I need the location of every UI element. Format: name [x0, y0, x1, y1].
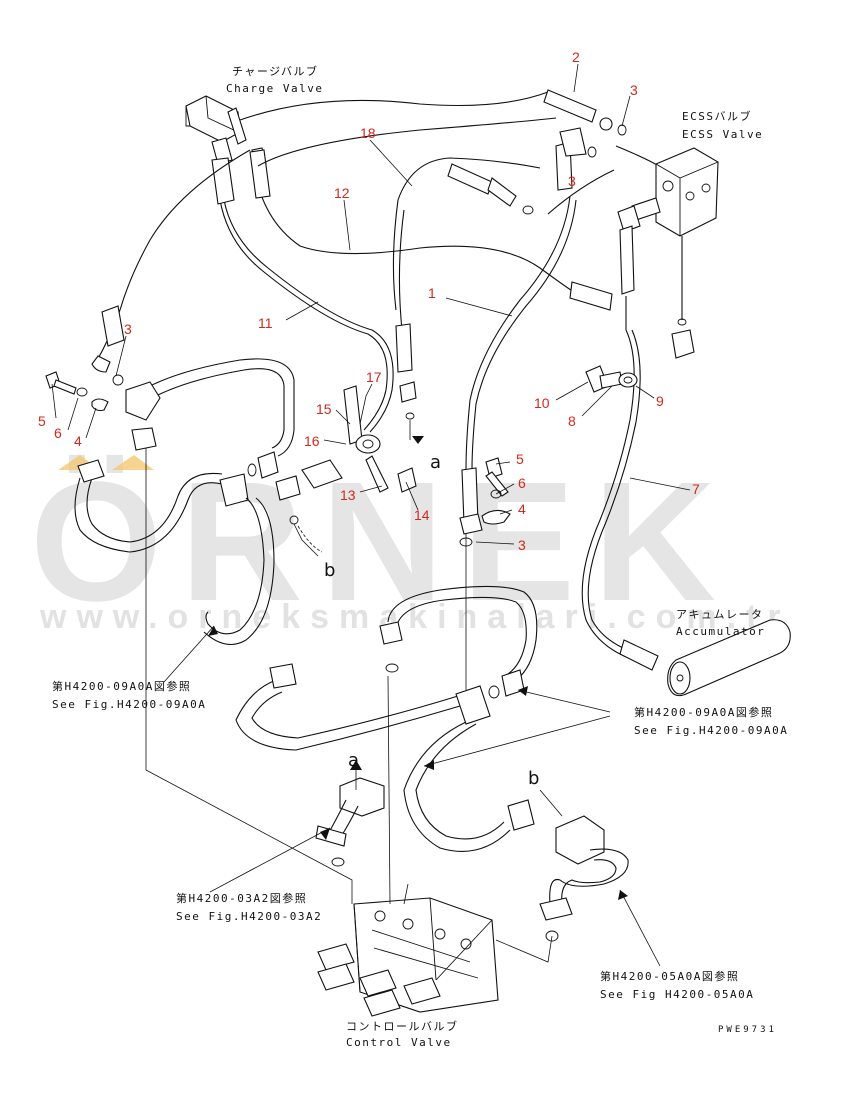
watermark-site: www.orneksmakinalari.com.tr — [39, 598, 791, 636]
callout-number: 4 — [74, 433, 82, 449]
callout-number: 3 — [124, 321, 132, 337]
ref-09a0a-right-en: See Fig.H4200-09A0A — [634, 724, 788, 737]
callout-number: 9 — [656, 393, 664, 409]
ref-05a0a-jp: 第H4200-05A0A図参照 — [600, 969, 739, 983]
callout-number: 6 — [54, 425, 62, 441]
watermark-brand: ÖRNEK — [30, 447, 734, 637]
hose-2-icon — [543, 89, 597, 123]
drawing-code: PWE9731 — [718, 1025, 777, 1035]
callout-number: 4 — [518, 501, 526, 517]
callout-number: 5 — [38, 413, 46, 429]
callout-number: 5 — [516, 451, 524, 467]
ref-letter: b — [324, 560, 335, 581]
charge-valve-label-jp: チャージバルブ — [232, 64, 319, 78]
ref-09a0a-left-jp: 第H4200-09A0A図参照 — [52, 679, 191, 693]
ecss-valve-label-jp: ECSSバルブ — [682, 109, 752, 123]
ref-03a2-en: See Fig.H4200-03A2 — [176, 910, 322, 923]
control-valve-part — [317, 897, 499, 1017]
ecss-valve-label-en: ECSS Valve — [682, 128, 763, 141]
ref-letter: a — [348, 750, 359, 771]
callout-number: 3 — [630, 82, 638, 98]
callout-number: 17 — [366, 369, 382, 385]
ref-09a0a-left-en: See Fig.H4200-09A0A — [52, 698, 206, 711]
callout-number: 14 — [414, 507, 430, 523]
callout-number: 10 — [534, 395, 550, 411]
callout-number: 6 — [518, 475, 526, 491]
control-valve-label-en: Control Valve — [346, 1036, 452, 1049]
accumulator-part — [667, 619, 791, 697]
ref-letter: a — [430, 452, 441, 473]
callout-number: 7 — [692, 481, 700, 497]
callout-number: 18 — [360, 125, 376, 141]
callout-number: 12 — [334, 185, 350, 201]
callout-number: 15 — [316, 401, 332, 417]
callout-number: 8 — [568, 413, 576, 429]
ref-letter: b — [528, 768, 539, 789]
ref-05a0a-en: See Fig H4200-05A0A — [600, 988, 754, 1001]
ref-09a0a-right-jp: 第H4200-09A0A図参照 — [634, 705, 773, 719]
callout-number: 1 — [428, 285, 436, 301]
callout-number: 13 — [340, 487, 356, 503]
charge-valve-label-en: Charge Valve — [226, 82, 323, 95]
callout-number: 16 — [304, 433, 320, 449]
callout-number: 2 — [572, 49, 580, 65]
control-valve-label-jp: コントロールバルブ — [346, 1019, 459, 1033]
ecss-valve-part — [617, 147, 719, 237]
accumulator-label-jp: アキュムレータ — [676, 608, 764, 621]
callout-number: 3 — [518, 537, 526, 553]
accumulator-label-en: Accumulator — [676, 625, 765, 638]
callout-number: 3 — [568, 173, 576, 189]
callout-number: 11 — [258, 315, 273, 331]
ref-03a2-jp: 第H4200-03A2図参照 — [176, 891, 307, 905]
